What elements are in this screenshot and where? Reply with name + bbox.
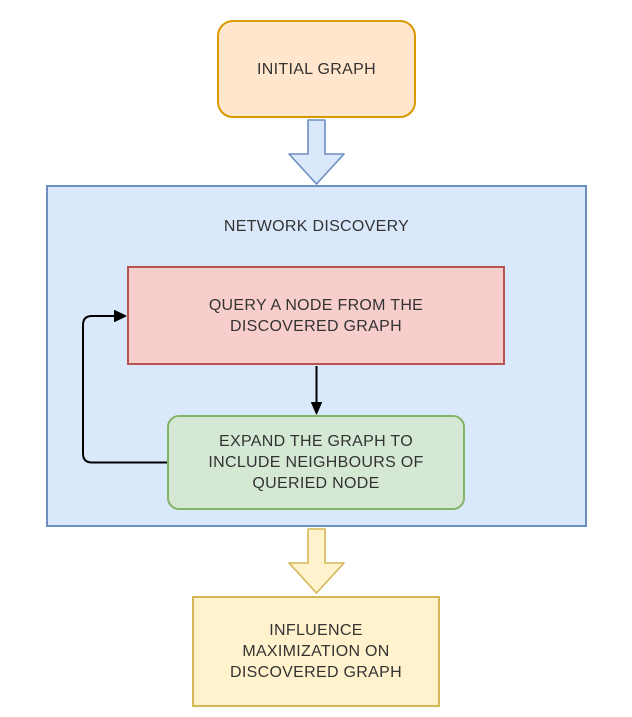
node-query-a-node: QUERY A NODE FROM THE DISCOVERED GRAPH [127, 266, 505, 365]
block-arrow-initial-to-discovery-icon [288, 119, 345, 185]
node-initial-graph-label: INITIAL GRAPH [257, 60, 376, 78]
node-initial-graph: INITIAL GRAPH [217, 20, 416, 118]
network-discovery-label: NETWORK DISCOVERY [223, 218, 410, 235]
node-expand-graph: EXPAND THE GRAPH TO INCLUDE NEIGHBOURS O… [167, 415, 465, 510]
node-influence-maximization-label: INFLUENCE MAXIMIZATION ON DISCOVERED GRA… [230, 622, 402, 681]
node-expand-graph-label: EXPAND THE GRAPH TO INCLUDE NEIGHBOURS O… [208, 433, 424, 492]
block-arrow-discovery-to-influence-icon [288, 528, 345, 594]
node-query-a-node-label: QUERY A NODE FROM THE DISCOVERED GRAPH [208, 296, 424, 335]
node-influence-maximization: INFLUENCE MAXIMIZATION ON DISCOVERED GRA… [192, 596, 440, 707]
